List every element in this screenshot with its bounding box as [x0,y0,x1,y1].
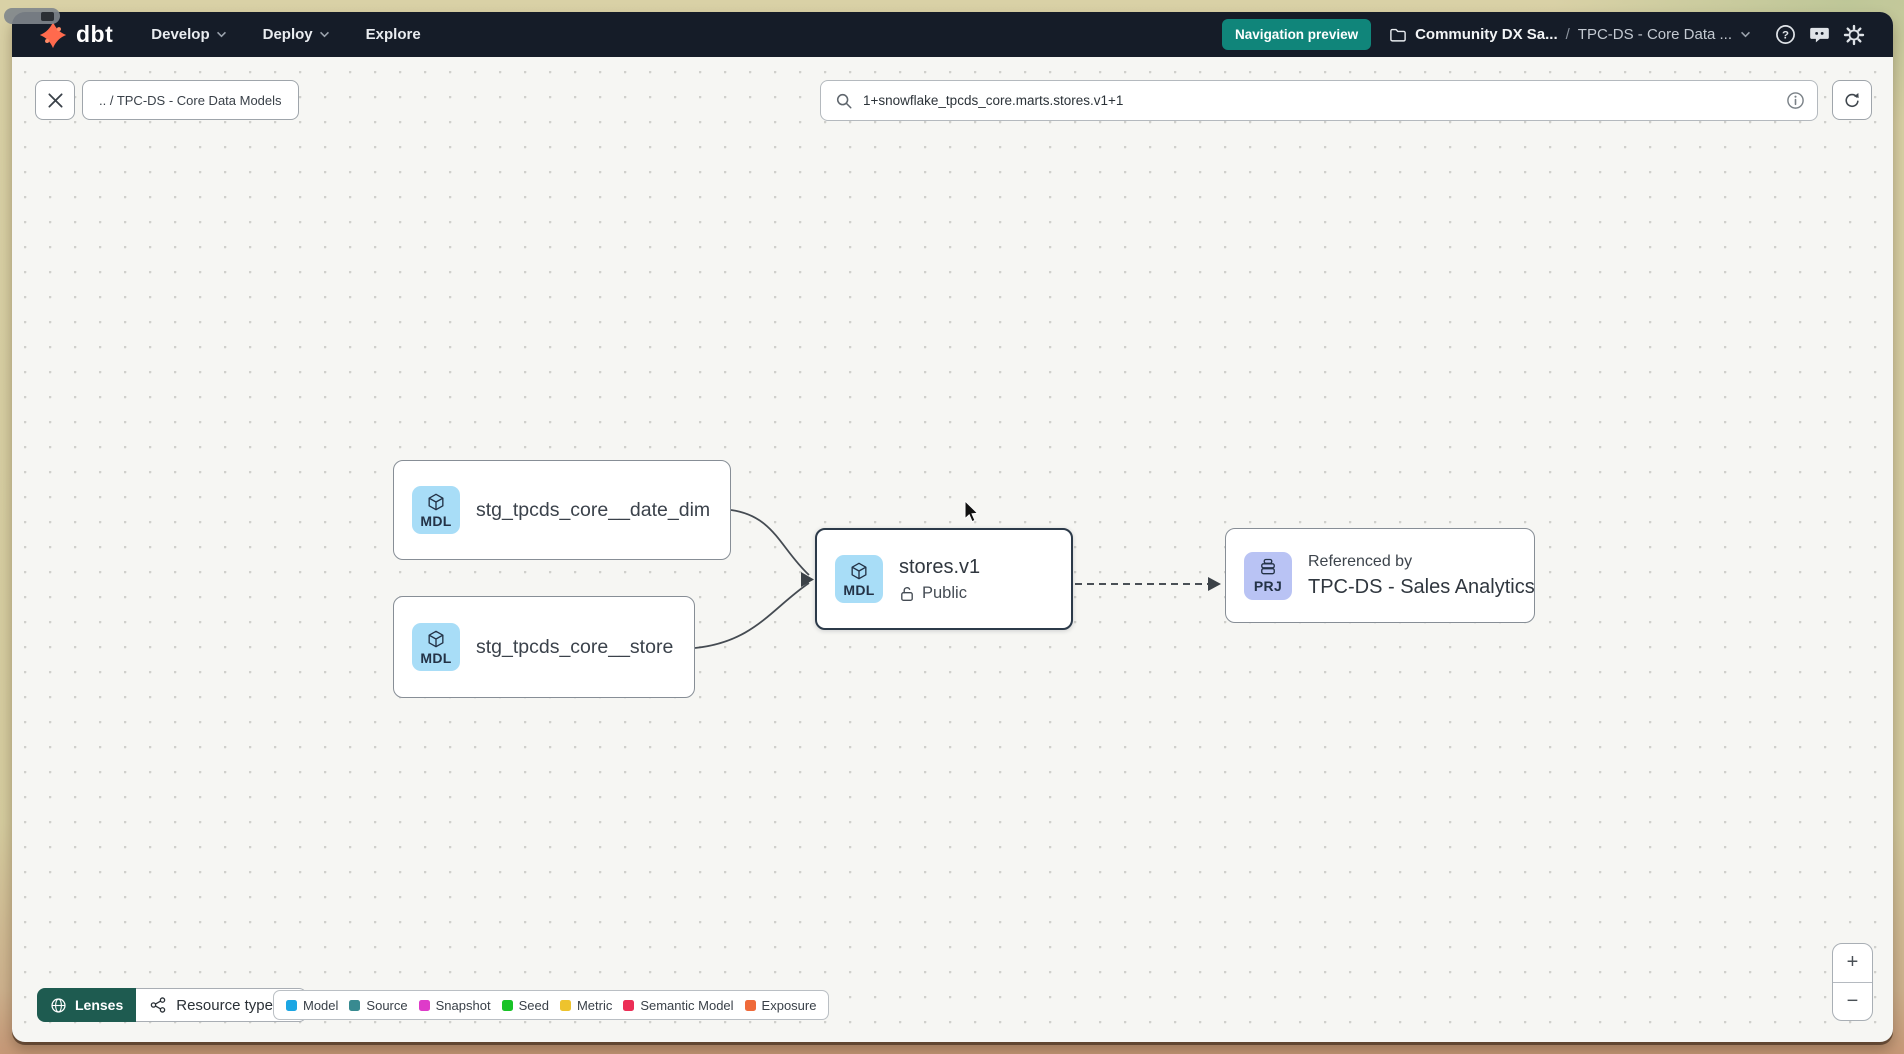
capture-glyph [41,11,54,21]
breadcrumb-separator: / [1565,26,1570,43]
resource-type-label: Resource type [176,996,273,1014]
node-stg-tpcds-core-store[interactable]: MDL stg_tpcds_core__store [393,596,695,698]
legend-item-source: Source [349,997,408,1013]
legend-label: Snapshot [435,997,491,1013]
legend-swatch [623,999,635,1011]
dbt-logo[interactable]: dbt [38,20,113,50]
close-button[interactable] [35,80,75,120]
badge-label: PRJ [1253,578,1283,594]
badge-label: MDL [420,512,452,529]
project-path-chip[interactable]: .. / TPC-DS - Core Data Models [82,80,299,120]
info-icon[interactable] [1786,91,1805,110]
zoom-out-button[interactable]: − [1846,989,1859,1012]
lens-globe-icon [51,997,66,1013]
legend-label: Seed [518,997,549,1013]
legend-label: Model [303,997,339,1013]
archive-icon [1261,558,1275,575]
access-row: Public [899,584,980,603]
legend-swatch [286,999,297,1011]
legend-label: Exposure [761,997,817,1013]
legend-label: Semantic Model [640,997,734,1013]
legend-label: Source [366,997,408,1013]
breadcrumb-section[interactable]: TPC-DS - Core Data ... [1577,26,1732,43]
navbar-right: Navigation preview Community DX Sa... / … [1222,19,1865,50]
menu-develop-label: Develop [151,26,210,43]
legend-item-model: Model [286,998,338,1013]
legend-item-seed: Seed [501,997,549,1013]
node-stg-tpcds-core-date-dim[interactable]: MDL stg_tpcds_core__date_dim [393,460,731,560]
refresh-icon [1845,93,1859,108]
badge-label: MDL [843,581,875,598]
legend-swatch [559,999,571,1011]
menu-explore-label: Explore [365,26,421,43]
canvas-zoom-control: + − [1832,943,1873,1021]
app-window: dbt Develop Deploy Explore Navigation pr… [12,12,1893,1042]
breadcrumb-project[interactable]: Community DX Sa... [1415,26,1558,43]
chevron-down-icon [319,31,329,38]
legend-item-semantic-model: Semantic Model [623,997,734,1013]
model-badge: MDL [412,486,460,534]
badge-label: MDL [420,649,452,666]
node-title: TPC-DS - Sales Analytics [1308,575,1535,598]
node-label: stg_tpcds_core__date_dim [476,498,711,521]
search-input[interactable]: 1+snowflake_tpcds_core.marts.stores.v1+1 [863,93,1124,108]
resource-type-legend: Model Source Snapshot Seed Metric Semant… [273,990,830,1020]
node-subtitle: Referenced by [1308,552,1413,570]
search-icon [836,93,852,109]
help-icon[interactable]: ? [1775,24,1796,45]
folder-icon [1390,28,1406,42]
node-label: stg_tpcds_core__store [476,635,674,658]
lenses-label: Lenses [75,997,124,1013]
menu-develop[interactable]: Develop [151,26,226,43]
menu-explore[interactable]: Explore [366,26,421,43]
refresh-lineage-button[interactable] [1832,80,1872,120]
node-stores-v1[interactable]: MDL stores.v1 Public [815,528,1073,630]
legend-item-metric: Metric [559,997,613,1013]
legend-swatch [501,999,513,1011]
legend-item-snapshot: Snapshot [418,997,491,1013]
legend-item-exposure: Exposure [744,997,817,1013]
unlock-icon [901,586,913,601]
chevron-down-icon [216,31,226,38]
main-menu: Develop Deploy Explore [151,26,420,43]
feedback-chat-icon[interactable] [1809,25,1830,45]
lens-controls: Lenses Resource type [37,988,307,1022]
menu-deploy[interactable]: Deploy [263,26,330,43]
gear-icon[interactable] [1843,24,1865,46]
cube-icon [428,493,444,510]
navigation-preview-badge[interactable]: Navigation preview [1222,19,1372,50]
zoom-in-button[interactable]: + [1833,944,1872,983]
dbt-logo-icon [39,21,67,48]
close-icon [47,92,63,108]
cube-icon [428,630,444,647]
chevron-down-icon[interactable] [1740,31,1751,38]
share-nodes-icon [150,997,166,1013]
navbar-icon-group: ? [1775,24,1865,46]
breadcrumb: Community DX Sa... / TPC-DS - Core Data … [1389,26,1751,43]
menu-deploy-label: Deploy [262,26,313,43]
model-badge: MDL [835,555,883,603]
top-navbar: dbt Develop Deploy Explore Navigation pr… [12,12,1893,57]
node-title: stores.v1 [899,555,981,578]
legend-swatch [349,999,361,1011]
brand-text: dbt [76,21,114,47]
access-label: Public [922,583,967,602]
legend-swatch [744,999,756,1011]
lineage-search[interactable]: 1+snowflake_tpcds_core.marts.stores.v1+1 [820,80,1818,121]
project-badge: PRJ [1244,551,1292,600]
svg-text:?: ? [1782,30,1789,42]
legend-label: Metric [576,997,613,1013]
model-badge: MDL [412,623,460,671]
cube-icon [851,562,867,579]
screen-capture-artifact [4,8,60,24]
legend-swatch [418,999,430,1011]
lenses-button[interactable]: Lenses [37,988,137,1022]
node-referenced-by-project[interactable]: PRJ Referenced by TPC-DS - Sales Analyti… [1225,528,1535,623]
